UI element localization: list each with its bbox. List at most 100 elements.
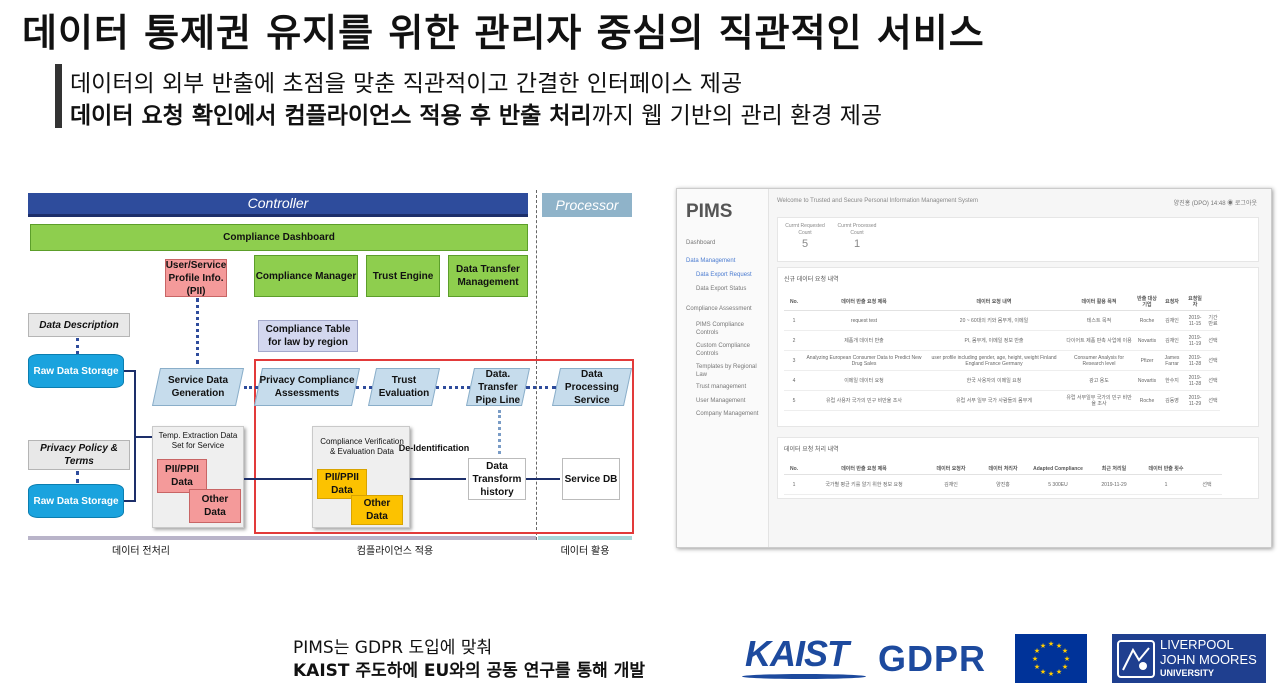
architecture-diagram: Controller Processor Compliance Dashboar… [22,188,640,560]
line-to-temp [136,436,152,438]
compliance-verification-panel: Compliance Verification & Evaluation Dat… [312,426,410,528]
column-header: 요청자 [1160,294,1184,311]
table-cell: 2019-11-15 [1184,310,1206,331]
privacy-assessments-box: Privacy Compliance Assessments [253,368,361,406]
sidebar-item[interactable]: PIMS Compliance Controls [696,322,745,336]
svg-text:★: ★ [1062,663,1068,671]
sidebar-item[interactable]: Dashboard [686,240,716,246]
processor-header: Processor [542,193,632,217]
sidebar-item[interactable]: User Management [696,398,746,404]
row-action-link[interactable]: 선택 [1206,390,1220,411]
svg-text:★: ★ [1056,642,1062,650]
table-cell: 양진홍 [978,474,1028,495]
arrow-verification-history [410,478,466,480]
row-action-link[interactable]: 선택 [1206,330,1220,351]
arrow-trust-pipe [436,386,470,389]
table-cell: 3 [784,350,804,371]
sidebar-item[interactable]: Compliance Assessment [686,306,752,312]
bottom-line-1: PIMS는 GDPR 도입에 맞춰 [293,638,493,658]
column-header: 데이터 활용 목적 [1064,294,1134,311]
sidebar-item[interactable]: Custom Compliance Controls [696,343,751,357]
sidebar-item[interactable]: Data Management [686,258,736,264]
arrow-history-db [526,478,560,480]
svg-text:★: ★ [1034,647,1040,655]
column-header: Adapted Compliance [1028,464,1088,475]
table-cell: 제품개 데이터 반출 [804,330,924,351]
row-action-link[interactable]: 기간 만료 [1206,310,1220,331]
stage-preprocessing: 데이터 전처리 [28,536,254,557]
sidebar-item[interactable]: Company Management [696,411,759,417]
compliance-table-box: Compliance Table for law by region [258,320,358,352]
sidebar-item[interactable]: Trust management [696,384,747,390]
row-action-link[interactable]: 선택 [1206,370,1220,391]
sidebar-item[interactable]: Data Export Request [696,272,752,278]
sidebar-item[interactable]: Data Export Status [696,286,747,292]
arrow-pipe-history [498,410,501,454]
trust-engine-box: Trust Engine [366,255,440,297]
column-header: No. [784,294,804,311]
table-cell: 1 [1140,474,1192,495]
row-action-link[interactable]: 선택 [1206,350,1220,371]
table-cell: 1 [784,474,804,495]
table-cell: 김재인 [924,474,978,495]
table-cell: 2 [784,330,804,351]
table-cell: 유럽 서부 일부 국가 사람들의 몸무게 [924,390,1064,411]
table-cell: 김동영 [1160,390,1184,411]
table-cell: Novartis [1134,370,1160,391]
row-action-link[interactable]: 선택 [1192,474,1222,495]
table-cell: 국가별 평균 키를 알기 위한 정보 요청 [804,474,924,495]
column-header: 데이터 처리자 [978,464,1028,475]
table-cell: Analyzing European Consumer Data to Pred… [804,350,924,371]
table-cell: 5 300EU [1028,474,1088,495]
table-cell: 다이어트 제품 판촉 사업에 이용 [1064,330,1134,351]
subtitle-rest: 까지 웹 기반의 관리 환경 제공 [591,103,883,129]
table-cell: 이메일 데이터 요청 [804,370,924,391]
table-cell: PI, 몸무게, 이메일 정보 반출 [924,330,1064,351]
column-header: 최근 처리일 [1088,464,1140,475]
pims-user-info[interactable]: 양진홍 (DPO) 14:48 ◉ 로그아웃 [1173,201,1257,207]
subtitle-bold: 데이터 요청 확인에서 컴플라이언스 적용 후 반출 처리 [70,103,592,129]
table-cell: request test [804,310,924,331]
svg-text:★: ★ [1064,655,1070,663]
table-cell: 김재인 [1160,310,1184,331]
column-header: 데이터 반출 요청 제목 [804,294,924,311]
table-cell: 2019-11-28 [1184,350,1206,371]
table-cell: 5 [784,390,804,411]
table-cell: Consumer Analysis for Research level [1064,350,1134,371]
line-storage2-out [124,500,136,502]
column-header: 요청일자 [1184,294,1206,311]
temp-extraction-panel: Temp. Extraction Data Set for Service PI… [152,426,244,528]
subtitle-line-1: 데이터의 외부 반출에 초점을 맞춘 직관적이고 간결한 인터페이스 제공 [70,71,743,97]
arrow-pipe-processing [526,386,556,389]
column-header: 데이터 반출 요청 제목 [804,464,924,475]
column-header [1192,464,1222,475]
processed-title: 데이터 요청 처리 내역 [784,447,839,453]
data-processing-service-box: Data Processing Service [551,368,633,406]
svg-text:★: ★ [1056,668,1062,676]
table-cell: 유럽 사용자 국가의 민구 비만율 조사 [804,390,924,411]
arrow-profile-generation [196,298,199,364]
data-transfer-management-box: Data Transfer Management [448,255,528,297]
sidebar-item[interactable]: Templates by Regional Law [696,364,757,378]
table-cell: Novartis [1134,330,1160,351]
requests-title: 신규 데이터 요청 내역 [784,277,839,283]
ljmu-crest-icon [1117,640,1155,678]
table-cell: 4 [784,370,804,391]
trust-evaluation-box: Trust Evaluation [367,368,441,406]
table-cell: 유럽 서부일부 국가의 민구 비만율 조사 [1064,390,1134,411]
profile-info-box: User/Service Profile Info. (PII) [165,259,227,297]
column-header: No. [784,464,804,475]
line-storage-merge [134,370,136,502]
transfer-pipeline-box: Data. Transfer Pipe Line [465,368,531,406]
column-header: 데이터 요청 내역 [924,294,1064,311]
